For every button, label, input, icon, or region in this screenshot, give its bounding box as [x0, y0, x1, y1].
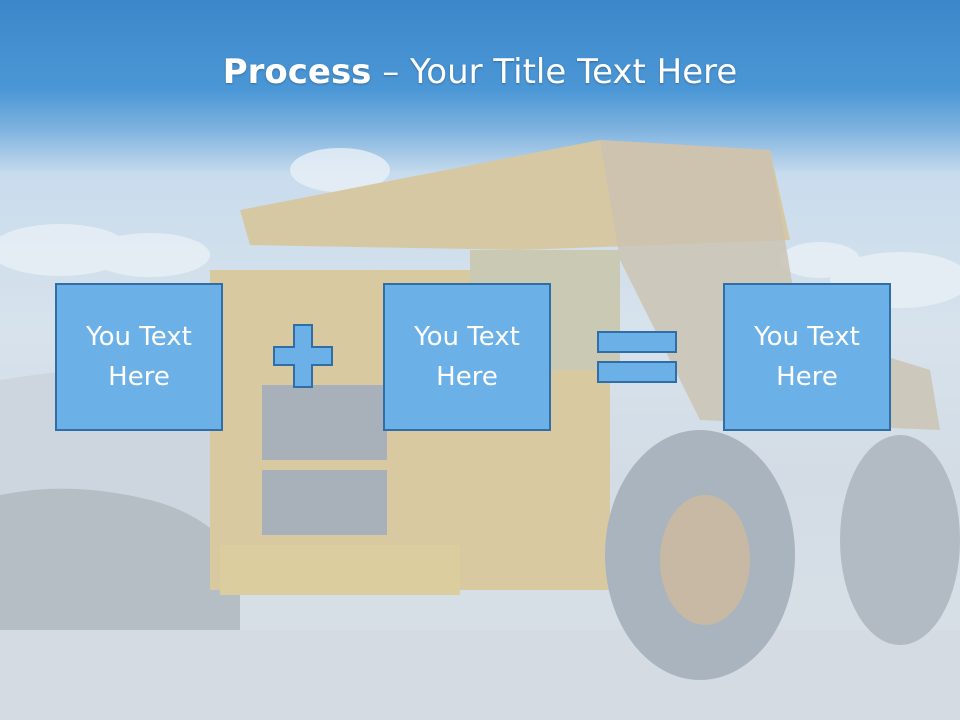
slide-title: Process – Your Title Text Here: [0, 52, 960, 92]
road: [0, 630, 960, 720]
equals-icon: [597, 331, 677, 383]
truck-grille: [262, 385, 387, 460]
rubble: [0, 488, 240, 640]
plus-icon: [273, 324, 333, 388]
title-rest: – Your Title Text Here: [371, 52, 738, 92]
text-box-3[interactable]: You Text Here: [723, 283, 891, 431]
text-box-2[interactable]: You Text Here: [383, 283, 551, 431]
title-bold: Process: [222, 52, 372, 92]
text-box-1-label: You Text Here: [86, 322, 192, 392]
truck-bumper: [220, 545, 460, 595]
text-box-3-label: You Text Here: [754, 322, 860, 392]
text-box-1[interactable]: You Text Here: [55, 283, 223, 431]
truck-grille-lower: [262, 470, 387, 535]
truck-wheel-rear: [840, 435, 960, 645]
truck-wheel-front-hub: [660, 495, 750, 625]
text-box-2-label: You Text Here: [414, 322, 520, 392]
